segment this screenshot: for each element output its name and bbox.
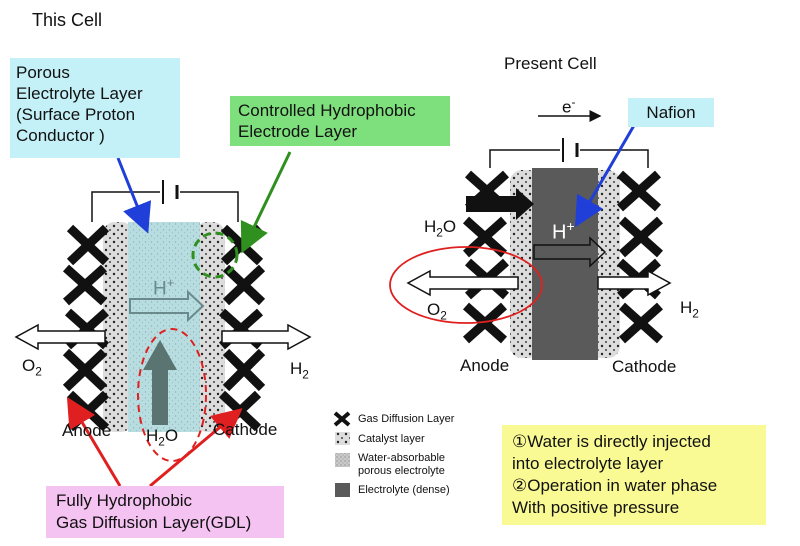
hydrophobic-callout-arrow [240,151,292,254]
right-cell-title: Present Cell [504,54,597,73]
nafion-callout: Nafion [628,98,714,127]
right-proton-charge: + [566,218,575,234]
right-water-inlet-arrow [466,188,534,220]
legend-water-line: porous electrolyte [358,465,445,477]
left-anode-gdl [62,224,110,432]
left-h2o-label: H2O [146,425,178,452]
electron-symbol: e [562,97,572,117]
porous-callout-line: Porous [16,63,70,82]
hydrophobic-callout-line: Electrode Layer [238,122,358,141]
left-h2-subscript: 2 [302,367,309,382]
right-cathode-label: Cathode [612,357,677,376]
right-h2-subscript: 2 [692,306,699,321]
left-proton-symbol: H [153,278,167,300]
porous-callout-arrow [116,157,152,234]
gdl-callout-line: Fully Hydrophobic [56,491,193,510]
left-proton-charge: + [166,275,175,290]
right-o2-label: O2 [427,299,447,326]
left-anode-catalyst-layer [103,222,133,432]
right-anode-label: Anode [460,356,510,375]
right-h2-arrow [597,269,672,297]
legend-water-line: Water-absorbable [358,452,446,464]
notes-line: ②Operation in water phase [512,476,718,495]
left-h2o-symbol-end: O [164,426,179,445]
legend-dense-label: Electrolyte (dense) [358,484,450,496]
legend-gdl-label: Gas Diffusion Layer [358,413,455,425]
right-cathode-gdl [616,170,664,344]
gdl-callout-arrow-anode [66,396,122,487]
left-h2o-symbol: H [146,426,159,445]
left-o2-arrow [14,323,106,351]
legend-catalyst-symbol [335,432,350,445]
gdl-callout-arrow-cathode [149,408,243,488]
operation-notes: ①Water is directly injected into electro… [502,425,766,525]
right-h2o-subscript: 2 [436,225,443,240]
right-proton-arrow [533,236,607,268]
notes-line: With positive pressure [512,498,680,517]
right-o2-subscript: 2 [440,308,447,323]
right-proton-label: H+ [552,216,575,244]
left-water-arrow [143,340,177,425]
right-h2o-symbol-end: O [442,217,457,236]
right-h2-symbol: H [680,298,693,317]
right-proton-symbol: H [552,221,567,244]
right-o2-arrow [406,269,519,297]
notes-line: into electrolyte layer [512,454,664,473]
left-h2-symbol: H [290,359,303,378]
right-o2-symbol: O [427,300,441,319]
left-anode-label: Anode [62,421,112,440]
porous-callout-line: Electrolyte Layer [16,84,143,103]
right-circuit-wire [489,149,560,168]
left-circuit-wire [91,191,160,222]
left-o2-subscript: 2 [35,364,42,379]
electron-charge: - [571,95,576,109]
hydrophobic-highlight-circle [191,231,239,279]
left-cathode-gdl [218,224,266,432]
left-o2-symbol: O [22,356,36,375]
right-h2-label: H2 [680,297,699,324]
legend-catalyst-label: Catalyst layer [358,433,425,445]
porous-callout-line: (Surface Proton [16,105,136,124]
legend-dense-symbol [335,483,350,497]
left-o2-label: O2 [22,355,42,382]
nafion-callout-arrow [574,121,638,228]
legend-water-absorbable-label: Water-absorbable porous electrolyte [358,452,445,478]
legend [333,411,351,497]
right-h2o-symbol: H [424,217,437,236]
left-cell [14,151,312,488]
left-h2-label: H2 [290,358,309,385]
gdl-callout: Fully Hydrophobic Gas Diffusion Layer(GD… [46,486,284,538]
left-proton-arrow [129,289,205,323]
hydrophobic-electrode-callout: Controlled Hydrophobic Electrode Layer [230,96,450,146]
left-circuit-wire-right [180,191,239,222]
left-h2-arrow [221,323,312,351]
right-h2o-label: H2O [424,216,456,243]
right-circuit-wire-right [580,149,649,168]
legend-water-absorbable-symbol [335,453,350,467]
porous-callout-line: Conductor ) [16,126,105,145]
water-highlight-ellipse [137,328,207,462]
right-dense-electrolyte [532,168,598,360]
gdl-callout-line: Gas Diffusion Layer(GDL) [56,513,252,532]
notes-line: ①Water is directly injected [512,432,711,451]
left-h2o-subscript: 2 [158,434,165,449]
porous-electrolyte-callout: Porous Electrolyte Layer (Surface Proton… [10,58,180,158]
left-proton-label: H+ [153,272,175,299]
electron-label: e- [562,92,575,118]
right-o2-highlight-ellipse [389,246,543,324]
hydrophobic-callout-line: Controlled Hydrophobic [238,101,416,120]
left-cell-title: This Cell [32,10,103,30]
legend-gdl-symbol [333,411,351,427]
right-cell [389,110,672,360]
left-cathode-label: Cathode [213,420,278,439]
